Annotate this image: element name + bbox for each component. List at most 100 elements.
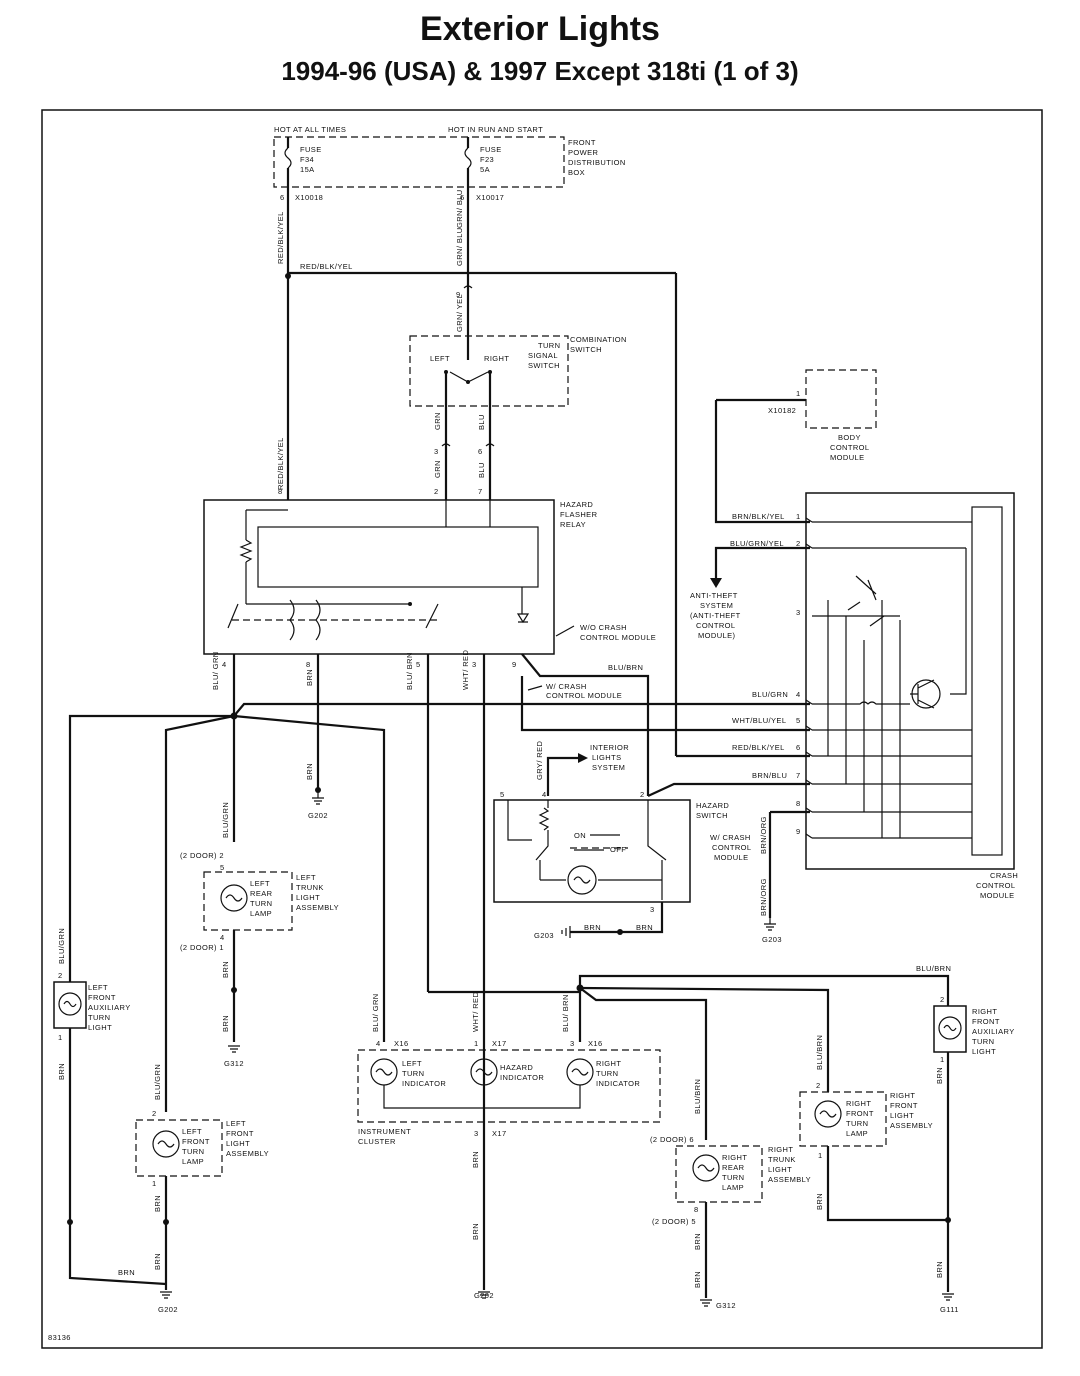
svg-text:LIGHT: LIGHT bbox=[88, 1023, 112, 1032]
svg-text:LIGHT: LIGHT bbox=[890, 1111, 914, 1120]
svg-text:2: 2 bbox=[58, 971, 63, 980]
svg-text:REAR: REAR bbox=[722, 1163, 745, 1172]
svg-text:(2 DOOR) 6: (2 DOOR) 6 bbox=[650, 1135, 694, 1144]
svg-text:HAZARD: HAZARD bbox=[500, 1063, 533, 1072]
svg-text:TURN: TURN bbox=[538, 341, 560, 350]
svg-text:8: 8 bbox=[796, 799, 801, 808]
svg-text:SWITCH: SWITCH bbox=[570, 345, 602, 354]
svg-text:RED/BLK/YEL: RED/BLK/YEL bbox=[300, 262, 353, 271]
svg-text:AUXILIARY: AUXILIARY bbox=[972, 1027, 1015, 1036]
svg-text:BLU/GRN: BLU/GRN bbox=[153, 1064, 162, 1100]
svg-text:15A: 15A bbox=[300, 165, 315, 174]
svg-text:G202: G202 bbox=[158, 1305, 178, 1314]
right-rear-turn-lamp-icon bbox=[692, 1154, 720, 1182]
svg-text:BLU/GRN/YEL: BLU/GRN/YEL bbox=[730, 539, 784, 548]
svg-text:RIGHT: RIGHT bbox=[484, 354, 509, 363]
right-front-light-assembly bbox=[799, 1091, 887, 1147]
svg-text:BRN: BRN bbox=[221, 961, 230, 978]
page-subtitle: 1994-96 (USA) & 1997 Except 318ti (1 of … bbox=[281, 56, 799, 86]
svg-text:BRN/ORG: BRN/ORG bbox=[759, 878, 768, 916]
svg-text:BLU/GRN: BLU/GRN bbox=[57, 928, 66, 964]
svg-text:CONTROL: CONTROL bbox=[830, 443, 869, 452]
svg-text:REAR: REAR bbox=[250, 889, 273, 898]
svg-text:BLU: BLU bbox=[477, 462, 486, 478]
svg-text:3: 3 bbox=[570, 1039, 575, 1048]
svg-text:SWITCH: SWITCH bbox=[528, 361, 560, 370]
hot-in-run-label: HOT IN RUN AND START bbox=[448, 125, 543, 134]
svg-text:BLU/ GRN: BLU/ GRN bbox=[371, 993, 380, 1032]
svg-text:WHT/ RED: WHT/ RED bbox=[461, 650, 470, 690]
right-aux-turn-lamp-icon bbox=[938, 1016, 962, 1040]
svg-text:3: 3 bbox=[650, 905, 655, 914]
svg-text:GRN: GRN bbox=[433, 412, 442, 430]
svg-text:MODULE: MODULE bbox=[980, 891, 1015, 900]
svg-text:BRN: BRN bbox=[935, 1261, 944, 1278]
hot-at-all-times-label: HOT AT ALL TIMES bbox=[274, 125, 346, 134]
svg-text:LIGHT: LIGHT bbox=[296, 893, 320, 902]
svg-text:HAZARD: HAZARD bbox=[560, 500, 593, 509]
svg-text:5A: 5A bbox=[480, 165, 490, 174]
svg-text:LAMP: LAMP bbox=[250, 909, 272, 918]
svg-text:1: 1 bbox=[796, 512, 801, 521]
svg-text:8: 8 bbox=[306, 660, 311, 669]
page-title: Exterior Lights bbox=[420, 10, 660, 48]
svg-text:TURN: TURN bbox=[250, 899, 272, 908]
svg-text:BRN: BRN bbox=[935, 1067, 944, 1084]
left-front-turn-lamp-icon bbox=[152, 1130, 180, 1158]
svg-text:W/ CRASH: W/ CRASH bbox=[710, 833, 751, 842]
switch-off-label: OFF bbox=[610, 845, 626, 854]
svg-text:BLU/ GRN: BLU/ GRN bbox=[211, 651, 220, 690]
svg-text:BRN: BRN bbox=[153, 1195, 162, 1212]
svg-text:BRN/ORG: BRN/ORG bbox=[759, 816, 768, 854]
svg-text:RED/BLK/YEL: RED/BLK/YEL bbox=[276, 211, 285, 264]
svg-text:(2 DOOR) 2: (2 DOOR) 2 bbox=[180, 851, 224, 860]
svg-text:TURN: TURN bbox=[596, 1069, 618, 1078]
svg-text:5: 5 bbox=[416, 660, 421, 669]
svg-text:2: 2 bbox=[640, 790, 645, 799]
svg-text:W/O CRASH: W/O CRASH bbox=[580, 623, 627, 632]
ground-g202: G202 bbox=[308, 811, 328, 820]
svg-text:MODULE: MODULE bbox=[830, 453, 865, 462]
svg-text:LIGHT: LIGHT bbox=[768, 1165, 792, 1174]
svg-text:BRN/BLK/YEL: BRN/BLK/YEL bbox=[732, 512, 785, 521]
svg-text:4: 4 bbox=[542, 790, 547, 799]
svg-text:4: 4 bbox=[220, 933, 225, 942]
svg-text:RIGHT: RIGHT bbox=[722, 1153, 747, 1162]
svg-text:LEFT: LEFT bbox=[250, 879, 270, 888]
svg-text:INDICATOR: INDICATOR bbox=[402, 1079, 446, 1088]
svg-text:BRN: BRN bbox=[636, 923, 653, 932]
svg-text:CONTROL: CONTROL bbox=[712, 843, 751, 852]
svg-text:GRN/ BLU: GRN/ BLU bbox=[455, 227, 464, 266]
hazard-switch bbox=[493, 799, 691, 903]
svg-text:BLU/GRN: BLU/GRN bbox=[221, 802, 230, 838]
svg-text:G312: G312 bbox=[716, 1301, 736, 1310]
svg-text:9: 9 bbox=[456, 290, 461, 299]
connector-x17-bottom: X17 bbox=[492, 1129, 507, 1138]
svg-text:6: 6 bbox=[460, 193, 465, 202]
svg-text:CONTROL: CONTROL bbox=[696, 621, 735, 630]
connector-x10017: X10017 bbox=[476, 193, 504, 202]
svg-text:BRN: BRN bbox=[305, 669, 314, 686]
svg-text:FRONT: FRONT bbox=[568, 138, 596, 147]
svg-text:FRONT: FRONT bbox=[182, 1137, 210, 1146]
hazard-switch-lamp-icon bbox=[567, 865, 597, 895]
svg-text:CRASH: CRASH bbox=[990, 871, 1018, 880]
svg-text:BRN: BRN bbox=[221, 1015, 230, 1032]
switch-on-label: ON bbox=[574, 831, 586, 840]
svg-text:1: 1 bbox=[818, 1151, 823, 1160]
svg-text:BOX: BOX bbox=[568, 168, 585, 177]
svg-text:SWITCH: SWITCH bbox=[696, 811, 728, 820]
svg-text:LEFT: LEFT bbox=[430, 354, 450, 363]
svg-text:FRONT: FRONT bbox=[226, 1129, 254, 1138]
svg-text:BRN: BRN bbox=[471, 1151, 480, 1168]
svg-text:WHT/BLU/YEL: WHT/BLU/YEL bbox=[732, 716, 786, 725]
svg-text:6: 6 bbox=[478, 447, 483, 456]
svg-text:COMBINATION: COMBINATION bbox=[570, 335, 627, 344]
front-power-distribution-box bbox=[273, 136, 565, 188]
svg-text:CONTROL: CONTROL bbox=[976, 881, 1015, 890]
svg-text:G203: G203 bbox=[534, 931, 554, 940]
svg-text:RIGHT: RIGHT bbox=[846, 1099, 871, 1108]
svg-text:FUSE: FUSE bbox=[480, 145, 502, 154]
svg-text:LEFT: LEFT bbox=[296, 873, 316, 882]
svg-text:TURN: TURN bbox=[722, 1173, 744, 1182]
